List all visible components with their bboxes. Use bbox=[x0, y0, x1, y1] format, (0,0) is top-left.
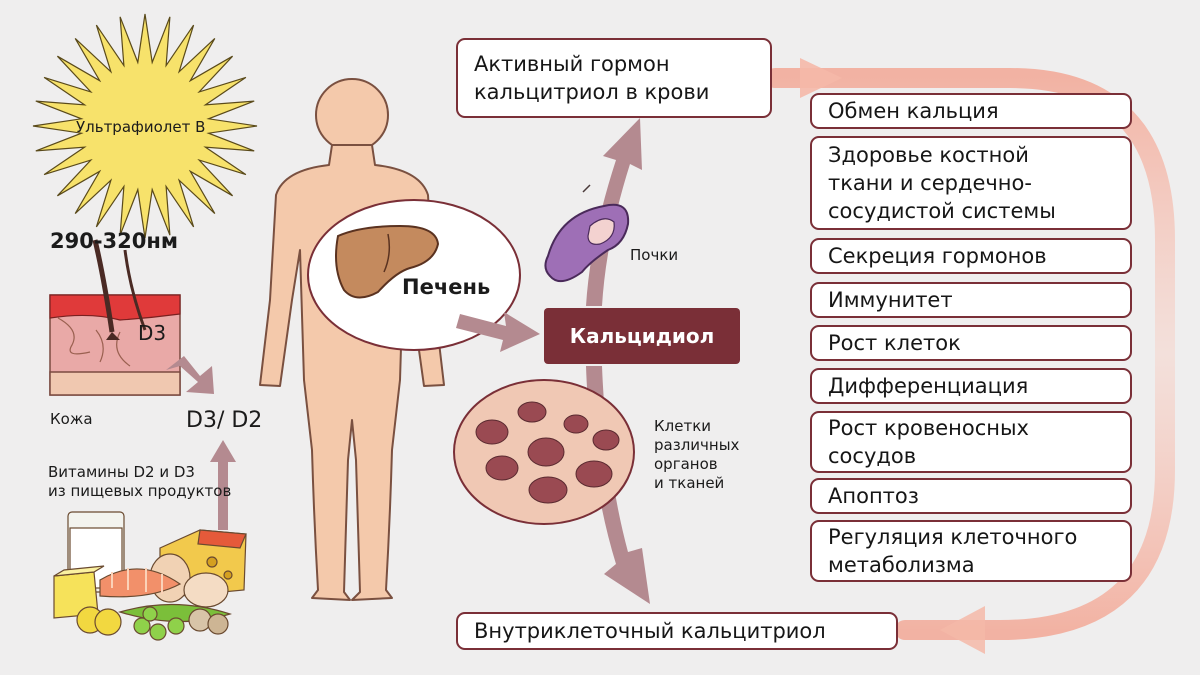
effect-box: Иммунитет bbox=[810, 282, 1132, 318]
skin-to-vitamin-arrow bbox=[166, 356, 214, 394]
effect-label: Дифференциация bbox=[828, 374, 1029, 398]
uvb-label: Ультрафиолет B bbox=[76, 118, 206, 136]
wavelength-label: 290-320нм bbox=[50, 229, 179, 253]
effect-box: Дифференциация bbox=[810, 368, 1132, 404]
cells-label: Клетки различных органов и тканей bbox=[654, 417, 740, 492]
food-group-icon bbox=[53, 511, 247, 641]
intracellular-box: Внутриклеточный кальцитриол bbox=[456, 612, 898, 650]
effect-label: Здоровье костной ткани и сердечно- сосуд… bbox=[828, 143, 1056, 223]
effect-box: Апоптоз bbox=[810, 478, 1132, 514]
feedback-loop-arrow bbox=[765, 58, 1175, 654]
effect-box: Рост клеток bbox=[810, 325, 1132, 361]
effect-label: Иммунитет bbox=[828, 288, 953, 312]
active-hormone-label: Активный гормон кальцитриол в крови bbox=[474, 52, 710, 104]
effect-label: Регуляция клеточного метаболизма bbox=[828, 525, 1078, 577]
skin-section-icon bbox=[49, 239, 181, 396]
effect-label: Рост кровеносных сосудов bbox=[828, 416, 1029, 468]
liver-label: Печень bbox=[402, 275, 491, 299]
effect-label: Обмен кальция bbox=[828, 99, 999, 123]
effect-label: Рост клеток bbox=[828, 331, 961, 355]
liver-bubble bbox=[307, 199, 521, 351]
active-hormone-box: Активный гормон кальцитриол в крови bbox=[456, 38, 772, 118]
kidney-icon bbox=[544, 203, 630, 283]
skin-d3-label: D3 bbox=[138, 321, 167, 345]
calcidiol-box: Кальцидиол bbox=[544, 308, 740, 364]
food-to-vitamin-arrow bbox=[210, 440, 236, 530]
effect-box: Обмен кальция bbox=[810, 93, 1132, 129]
food-label: Витамины D2 и D3 из пищевых продуктов bbox=[48, 463, 232, 500]
skin-label: Кожа bbox=[50, 410, 93, 428]
sun-icon bbox=[32, 13, 258, 239]
cells-icon bbox=[453, 379, 635, 525]
liver-icon bbox=[335, 224, 440, 299]
effect-box: Здоровье костной ткани и сердечно- сосуд… bbox=[810, 136, 1132, 230]
effect-box: Регуляция клеточного метаболизма bbox=[810, 520, 1132, 582]
intracellular-label: Внутриклеточный кальцитриол bbox=[474, 619, 826, 643]
d3d2-label: D3/ D2 bbox=[186, 408, 263, 433]
effect-label: Секреция гормонов bbox=[828, 244, 1047, 268]
liver-to-calcidiol-arrow bbox=[456, 312, 540, 352]
kidney-label: Почки bbox=[630, 246, 679, 264]
effect-box: Рост кровеносных сосудов bbox=[810, 411, 1132, 473]
effect-box: Секреция гормонов bbox=[810, 238, 1132, 274]
effect-label: Апоптоз bbox=[828, 484, 919, 508]
